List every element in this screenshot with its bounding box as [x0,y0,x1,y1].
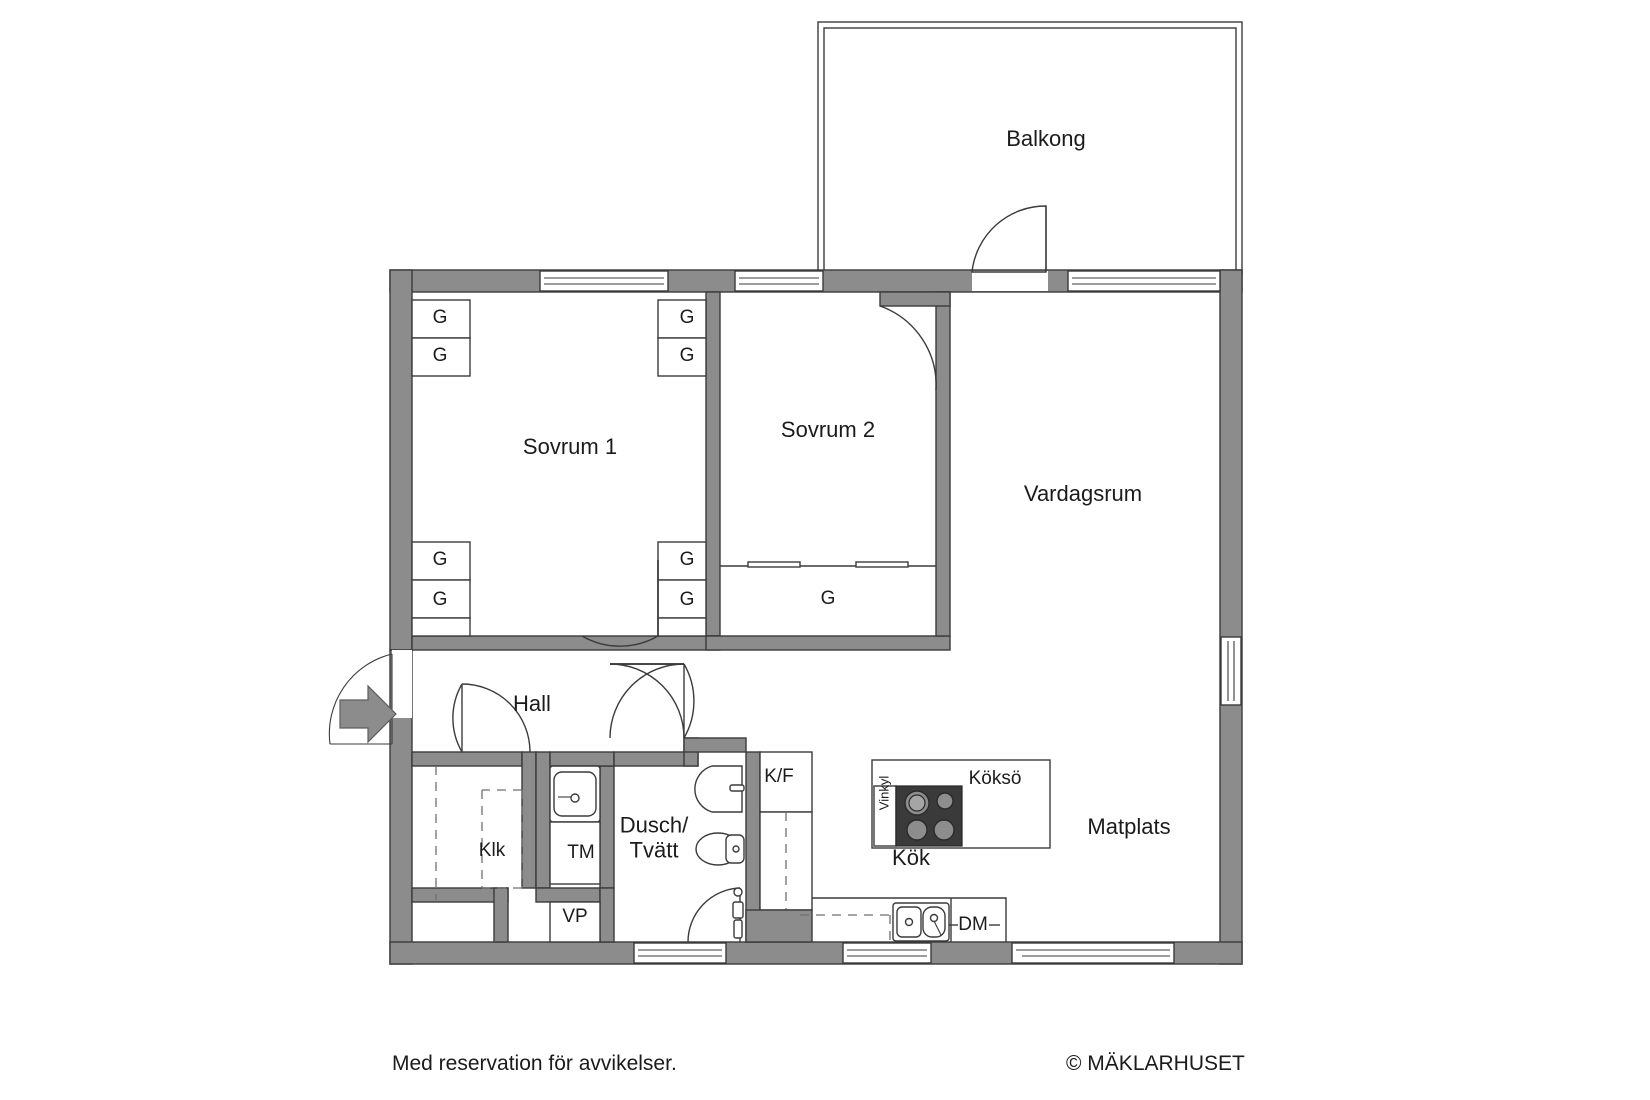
klk-shelving [435,766,523,900]
window-bottom-2 [842,942,932,964]
kitchen-counter [800,897,1007,942]
wardrobe-label-g-sovrum1-sw-lower: G [432,589,448,610]
balcony-outline [817,21,1243,275]
footer-disclaimer: Med reservation för avvikelser. [392,1052,677,1075]
room-label-vp: VP [562,906,588,927]
footer-copyright: © MÄKLARHUSET [1066,1052,1245,1075]
wardrobe-label-g-sovrum2-south: G [820,588,836,609]
walls-klk [411,751,537,943]
vp-box [549,901,601,943]
exterior-walls [389,269,1243,965]
room-label-vinkyl: Vinkyl [876,775,892,811]
wardrobe-group-sovrum1-ne [657,299,707,377]
wardrobe-label-g-sovrum1-nw-lower: G [432,345,448,366]
room-label-dusch-tvatt-line1: Dusch/ [619,812,689,838]
room-label-balkong: Balkong [1006,126,1086,151]
room-label-tm: TM [567,842,595,863]
room-label-dusch-tvatt-line2: Tvätt [629,837,679,862]
room-label-kok: Kök [892,845,930,870]
wardrobe-group-sovrum1-se [657,541,707,637]
room-label-klk: Klk [478,840,506,861]
wardrobe-group-sovrum1-sw [411,541,471,637]
door-klk [452,683,531,753]
window-sovrum2 [734,270,824,292]
shower [687,887,744,943]
entrance-door [328,650,412,745]
window-right-wall [1220,636,1242,706]
room-label-dusch-tvatt: Dusch/Tvätt [620,813,688,862]
balcony-door [971,205,1048,291]
door-dusch-arc [610,663,695,739]
door-sovrum1 [581,560,659,647]
room-label-vardagsrum: Vardagsrum [1023,481,1143,506]
room-label-kf: K/F [764,766,794,787]
room-label-sovrum-1: Sovrum 1 [522,434,618,459]
kitchen-sink [892,902,950,942]
wardrobe-label-g-sovrum1-se-lower: G [679,589,695,610]
wardrobe-label-g-sovrum1-ne-upper: G [679,307,695,328]
kf-column [745,751,813,943]
toilet [695,832,745,866]
interior-walls [411,291,951,651]
window-bottom-1 [633,942,727,964]
room-label-sovrum-2: Sovrum 2 [780,417,876,442]
door-dusch-tvatt [609,663,685,739]
walls-dusch-tvatt [535,737,747,943]
wardrobe-group-sovrum1-nw [411,299,471,377]
wash-basin [694,765,745,813]
washing-machine-box [549,821,601,885]
window-bottom-3 [1011,942,1175,964]
window-vardagsrum [1067,270,1221,292]
laundry-sink [549,765,601,823]
window-sovrum1 [539,270,669,292]
wardrobe-label-g-sovrum1-sw-upper: G [432,549,448,570]
wardrobe-label-g-sovrum1-nw-upper: G [432,307,448,328]
wardrobe-label-g-sovrum1-ne-lower: G [679,345,695,366]
door-sovrum2 [879,305,937,391]
wardrobe-label-g-sovrum1-se-upper: G [679,549,695,570]
wardrobe-sovrum2-south [720,561,936,568]
room-label-koksö: Köksö [968,768,1022,789]
room-label-dm: DM [958,914,988,935]
kitchen-island [871,759,1051,849]
room-label-hall: Hall [513,691,551,716]
room-label-matplats: Matplats [1087,814,1171,839]
